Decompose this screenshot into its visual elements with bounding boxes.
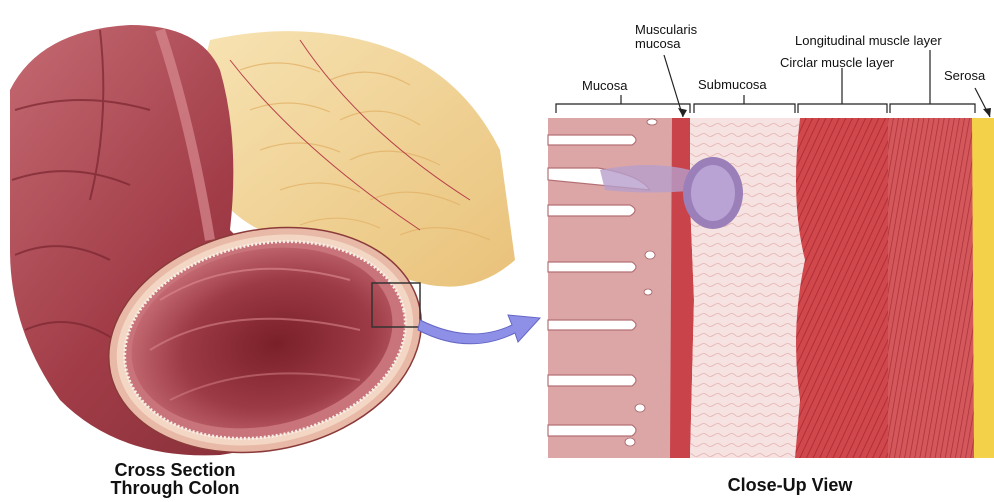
mucosa-bracket [556,104,690,113]
label-longitudinal-muscle: Longitudinal muscle layer [795,33,942,48]
zoom-arrow [418,315,540,344]
label-circular-muscle: Circlar muscle layer [780,55,894,70]
label-muscularis-mucosa: Muscularis mucosa [635,23,697,51]
label-muscularis-line1: Muscularis [635,23,697,37]
caption-cross-section: Cross Section Through Colon [65,461,285,497]
longitudinal-bracket [890,104,975,113]
circular-bracket [798,104,887,113]
circular-muscle-layer [795,118,890,458]
label-mucosa: Mucosa [582,78,628,93]
caption-close-up: Close-Up View [680,476,900,494]
submucosa-bracket [694,104,795,113]
serosa-layer [972,118,994,458]
caption-line1: Cross Section [65,461,285,479]
label-muscularis-line2: mucosa [635,37,697,51]
closeup-panel [548,118,994,458]
longitudinal-muscle-layer [888,118,974,458]
label-serosa: Serosa [944,68,985,83]
label-submucosa: Submucosa [698,77,767,92]
caption-line2: Through Colon [65,479,285,497]
muscularis-leader [664,55,683,117]
